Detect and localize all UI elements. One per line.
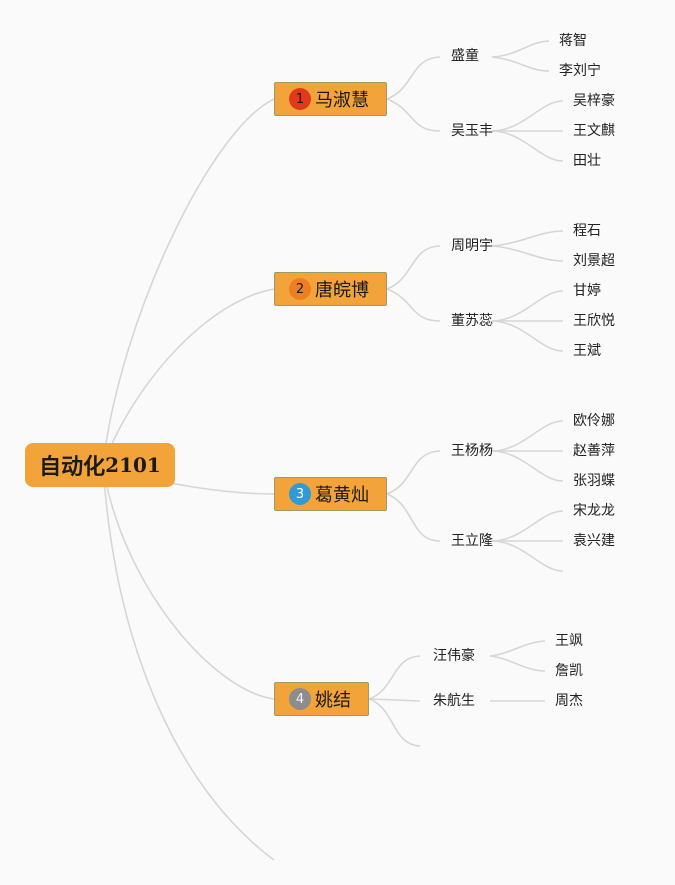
connector-line <box>491 130 564 162</box>
connector-line <box>489 640 546 657</box>
connector-line <box>102 288 275 466</box>
branch-topic-2[interactable]: 2 唐皖博 <box>274 272 387 306</box>
priority-3-icon: 3 <box>289 483 311 505</box>
root-title-suffix: 2101 <box>105 453 161 477</box>
member-label[interactable]: 田壮 <box>573 153 601 169</box>
connector-line <box>386 98 441 132</box>
group-label[interactable]: 周明宇 <box>451 238 493 254</box>
group-label[interactable]: 董苏蕊 <box>451 313 493 329</box>
connector-line <box>491 510 564 542</box>
member-label[interactable]: 赵善萍 <box>573 443 615 459</box>
connector-line <box>491 40 550 58</box>
connector-line <box>102 464 275 700</box>
priority-4-icon: 4 <box>289 688 311 710</box>
connector-line <box>491 230 564 247</box>
member-label[interactable]: 王文麒 <box>573 123 615 139</box>
connector-line <box>368 698 421 702</box>
branch-topic-3[interactable]: 3 葛黄灿 <box>274 477 387 511</box>
priority-1-icon: 1 <box>289 88 311 110</box>
connector-line <box>491 320 564 352</box>
member-label[interactable]: 王欣悦 <box>573 313 615 329</box>
branch-1-label: 马淑慧 <box>315 90 369 111</box>
connector-line <box>491 450 564 482</box>
root-title: 自动化 <box>39 455 106 480</box>
group-label[interactable]: 王杨杨 <box>451 443 493 459</box>
member-label[interactable]: 袁兴建 <box>573 533 615 549</box>
member-label[interactable]: 程石 <box>573 223 601 239</box>
branch-topic-4[interactable]: 4 姚结 <box>274 682 369 716</box>
connector-line <box>489 655 546 672</box>
member-label[interactable]: 刘景超 <box>573 253 615 269</box>
connector-line <box>386 493 441 542</box>
member-label[interactable]: 蒋智 <box>559 33 587 49</box>
connector-line <box>102 464 275 861</box>
connector-line <box>491 100 564 132</box>
group-label[interactable]: 汪伟豪 <box>433 648 475 664</box>
branch-3-label: 葛黄灿 <box>315 485 369 506</box>
connector-line <box>386 56 441 100</box>
member-label[interactable]: 吴梓豪 <box>573 93 615 109</box>
connector-line <box>368 655 421 700</box>
branch-2-label: 唐皖博 <box>315 280 369 301</box>
group-label[interactable]: 朱航生 <box>433 693 475 709</box>
connector-line <box>491 290 564 322</box>
group-label[interactable]: 盛童 <box>451 48 479 64</box>
connector-line <box>491 245 564 262</box>
member-label[interactable]: 詹凯 <box>555 663 583 679</box>
member-label[interactable]: 张羽蝶 <box>573 473 615 489</box>
connector-line <box>491 540 564 572</box>
connector-line <box>368 698 421 747</box>
member-label[interactable]: 周杰 <box>555 693 583 709</box>
connector-line <box>102 98 275 466</box>
member-label[interactable]: 宋龙龙 <box>573 503 615 519</box>
connector-line <box>386 450 441 495</box>
member-label[interactable]: 王斌 <box>573 343 601 359</box>
branch-topic-1[interactable]: 1 马淑慧 <box>274 82 387 116</box>
connector-line <box>491 420 564 452</box>
priority-2-icon: 2 <box>289 278 311 300</box>
member-label[interactable]: 李刘宁 <box>559 63 601 79</box>
connector-line <box>386 288 441 322</box>
group-label[interactable]: 吴玉丰 <box>451 123 493 139</box>
member-label[interactable]: 王飒 <box>555 633 583 649</box>
connector-line <box>386 245 441 290</box>
branch-4-label: 姚结 <box>315 690 351 711</box>
member-label[interactable]: 欧伶娜 <box>573 413 615 429</box>
member-label[interactable]: 甘婷 <box>573 283 601 299</box>
connector-line <box>491 56 550 72</box>
group-label[interactable]: 王立隆 <box>451 533 493 549</box>
